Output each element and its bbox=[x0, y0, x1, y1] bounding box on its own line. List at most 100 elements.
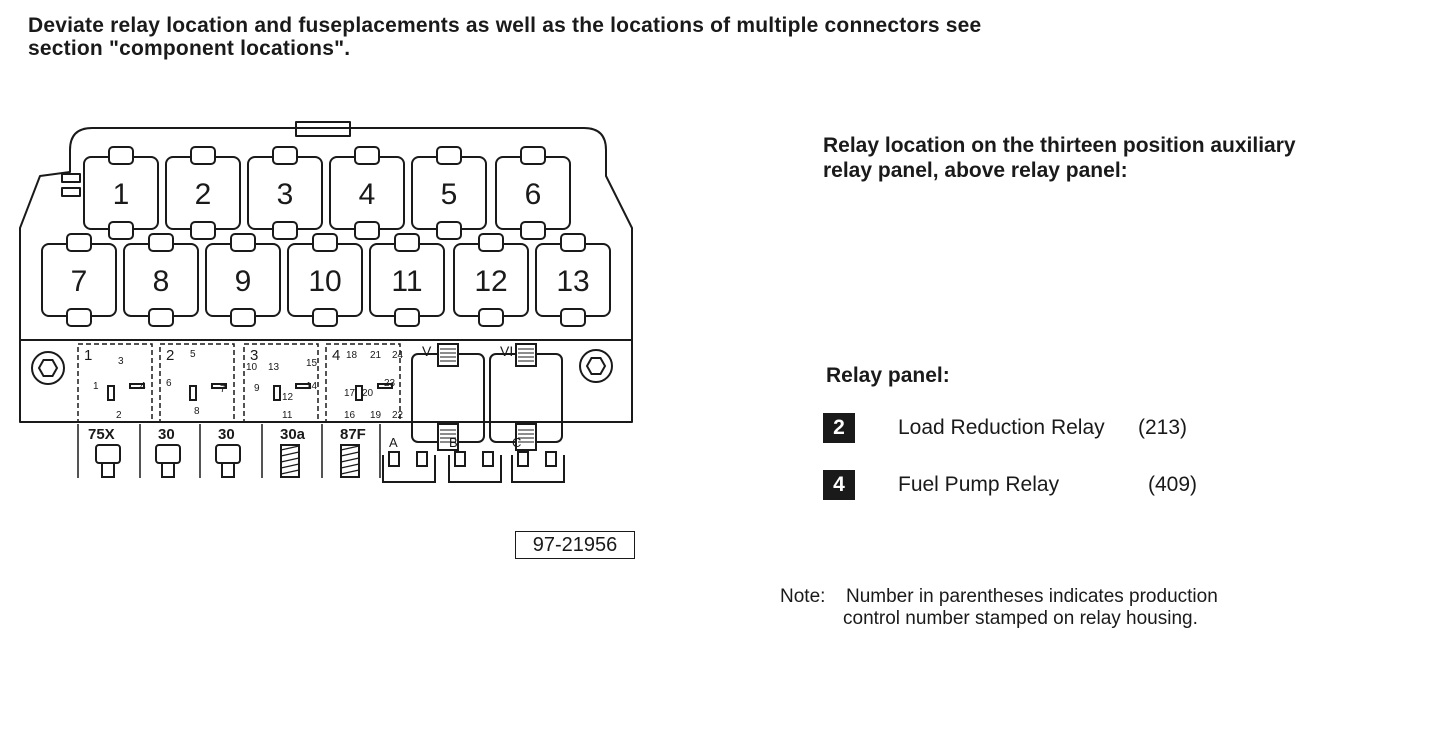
thread-line bbox=[340, 445, 360, 451]
pin-number: 20 bbox=[362, 388, 374, 399]
relay-slot-number: 9 bbox=[235, 265, 252, 298]
relay-slot-tab-bottom bbox=[108, 221, 134, 240]
stud-shaft bbox=[161, 462, 175, 478]
pin-number: 19 bbox=[370, 410, 382, 421]
connector-pin bbox=[482, 451, 494, 467]
relay-slot: 8 bbox=[123, 233, 199, 327]
pin-slot bbox=[107, 385, 115, 401]
pin-number: 3 bbox=[118, 356, 124, 367]
terminal-label: 30 bbox=[218, 426, 235, 443]
relay-slot: 2 bbox=[165, 146, 241, 240]
pin-number: 24 bbox=[392, 350, 404, 361]
pin-number: 7 bbox=[220, 384, 226, 395]
pin-slot bbox=[377, 383, 393, 389]
relay-code: (409) bbox=[1148, 473, 1198, 496]
bolt-hex bbox=[37, 359, 59, 377]
pin-number: 14 bbox=[306, 381, 318, 392]
terminal-stud: 30 bbox=[215, 426, 241, 478]
pin-number: 11 bbox=[282, 410, 293, 421]
multi-connector: C bbox=[511, 435, 565, 483]
relay-slot: 7 bbox=[41, 233, 117, 327]
mounting-bolt-icon bbox=[579, 349, 613, 383]
relay-slot-number: 13 bbox=[556, 265, 589, 298]
terminal-label: 30 bbox=[158, 426, 175, 443]
relay-slot-tab-top bbox=[394, 233, 420, 252]
diagram-labels bbox=[77, 424, 381, 478]
terminal-stud: 87F bbox=[340, 426, 366, 478]
relay-slot-tab-bottom bbox=[148, 308, 174, 327]
multi-connector-body bbox=[382, 455, 436, 483]
relay-slot-number: 3 bbox=[277, 178, 294, 211]
relay-slot-number: 2 bbox=[195, 178, 212, 211]
pin-number: 8 bbox=[194, 406, 200, 417]
relay-slot: 12 bbox=[453, 233, 529, 327]
connector-pin bbox=[388, 451, 400, 467]
relay-slot-tab-top bbox=[560, 233, 586, 252]
relay-slot-tab-top bbox=[190, 146, 216, 165]
pin-number: 9 bbox=[254, 383, 260, 394]
relay-name: Load Reduction Relay bbox=[898, 416, 1105, 439]
relay-slot-tab-top bbox=[312, 233, 338, 252]
pin-slot bbox=[211, 383, 227, 389]
thread-line bbox=[280, 457, 300, 463]
stud-shaft bbox=[221, 462, 235, 478]
relay-position-badge: 4 bbox=[823, 470, 855, 500]
stud-thread bbox=[280, 444, 300, 478]
pin-number: 5 bbox=[190, 349, 196, 360]
thread-line bbox=[340, 451, 360, 457]
connector-letter: A bbox=[389, 435, 398, 450]
pin-slot bbox=[189, 385, 197, 401]
aux-panel-title: Relay location on the thirteen position … bbox=[823, 133, 1423, 183]
multi-connector-body bbox=[448, 455, 502, 483]
pin-number: 12 bbox=[282, 392, 294, 403]
pin-number: 17 bbox=[344, 388, 356, 399]
relay-slot-number: 12 bbox=[474, 265, 507, 298]
relay-slot-tab-bottom bbox=[230, 308, 256, 327]
connector-pin bbox=[517, 451, 529, 467]
pin-number: 22 bbox=[392, 410, 404, 421]
relay-panel-title: Relay panel: bbox=[826, 364, 950, 387]
relay-slot-tab-bottom bbox=[394, 308, 420, 327]
relay-slot: 11 bbox=[369, 233, 445, 327]
side-clip-1 bbox=[61, 173, 81, 183]
thread-line bbox=[340, 463, 360, 469]
pin-number: 18 bbox=[346, 350, 358, 361]
relay-socket-outline bbox=[243, 343, 319, 423]
relay-slot-tab-top bbox=[520, 146, 546, 165]
relay-socket-outline bbox=[77, 343, 153, 423]
relay-socket-outline bbox=[325, 343, 401, 423]
relay-slot-number: 10 bbox=[308, 265, 341, 298]
header-text: Deviate relay location and fuseplacement… bbox=[28, 14, 1228, 60]
relay-slot-tab-bottom bbox=[190, 221, 216, 240]
relay-slot-tab-bottom bbox=[272, 221, 298, 240]
relay-slot: 3 bbox=[247, 146, 323, 240]
relay-position-badge: 2 bbox=[823, 413, 855, 443]
relay-slot-tab-bottom bbox=[520, 221, 546, 240]
connector-pin bbox=[545, 451, 557, 467]
pin-number: 13 bbox=[268, 362, 280, 373]
terminal-label: 87F bbox=[340, 426, 366, 443]
thread-line bbox=[340, 457, 360, 463]
multi-connector-body bbox=[511, 455, 565, 483]
relay-socket-outline bbox=[159, 343, 235, 423]
connector-letter: C bbox=[512, 435, 521, 450]
relay-slot-tab-top bbox=[354, 146, 380, 165]
relay-socket-number: 4 bbox=[332, 347, 340, 364]
relay-slot: 9 bbox=[205, 233, 281, 327]
relay-slot-tab-top bbox=[108, 146, 134, 165]
side-clip-2 bbox=[61, 187, 81, 197]
stud-nut bbox=[95, 444, 121, 464]
relay-slot-tab-top bbox=[272, 146, 298, 165]
thread-line bbox=[280, 445, 300, 451]
relay-slot-number: 11 bbox=[391, 265, 422, 298]
relay-code: (213) bbox=[1138, 416, 1188, 439]
relay-slot-tab-bottom bbox=[66, 308, 92, 327]
note-line-2: control number stamped on relay housing. bbox=[843, 608, 1198, 629]
connector-block: VI bbox=[489, 343, 563, 451]
relay-slot-tab-bottom bbox=[478, 308, 504, 327]
